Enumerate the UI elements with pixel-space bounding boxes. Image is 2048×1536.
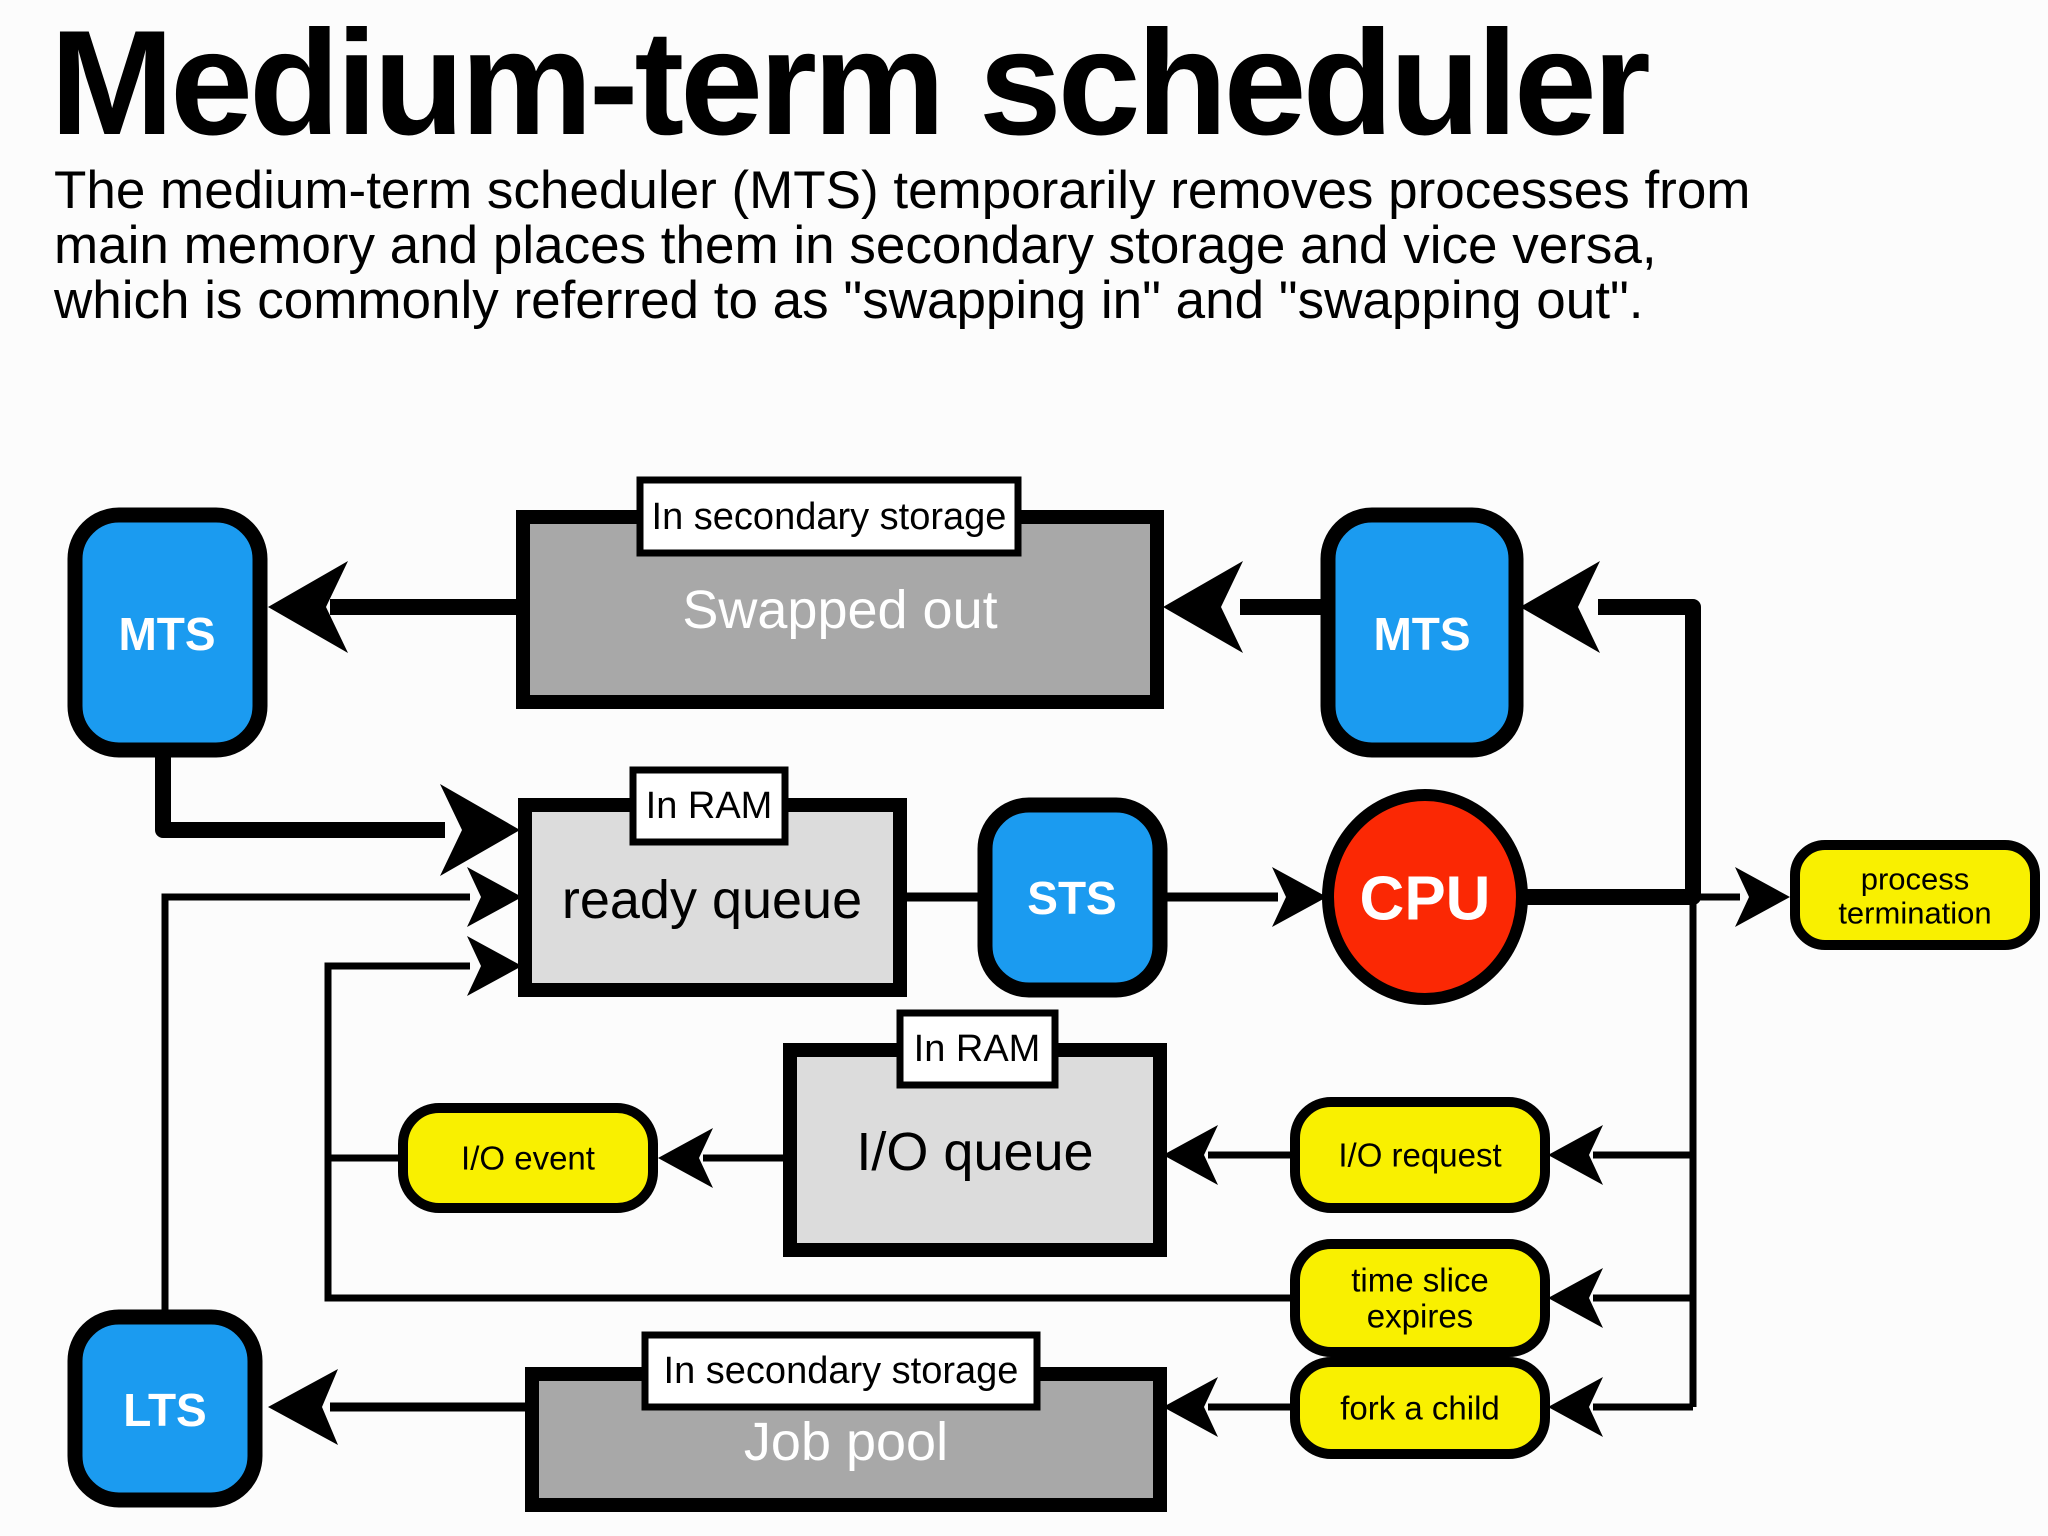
cpu-node: [1322, 789, 1528, 1005]
swapped-out-tag: In secondary storage: [652, 496, 1007, 538]
job-pool-tag-box: [641, 1331, 1041, 1411]
arrowhead-into-mtsright: [1520, 561, 1600, 653]
cpu-label: CPU: [1360, 865, 1491, 934]
arrowhead-into-lts: [268, 1369, 338, 1445]
intro-line-2: main memory and places them in secondary…: [54, 216, 1657, 275]
edge-mtsleft-to-readyqueue: [155, 748, 445, 838]
edge-lts-to-readyqueue: [161, 893, 470, 1317]
io-request-label: I/O request: [1338, 1137, 1501, 1174]
io-event-box: [398, 1103, 658, 1213]
arrowhead-into-ioevent: [658, 1128, 713, 1188]
arrowhead-into-ioqueue: [1163, 1125, 1218, 1185]
swapped-out-tag-box: [636, 476, 1022, 557]
process-termination-line2: termination: [1838, 896, 1991, 931]
sts-box: [977, 797, 1168, 998]
intro-paragraph: The medium-term scheduler (MTS) temporar…: [54, 163, 1750, 328]
page-title: Medium-term scheduler: [50, 0, 1651, 166]
lts-label: LTS: [123, 1384, 206, 1436]
io-request-box: [1290, 1097, 1550, 1213]
arrowhead-into-readyqueue-bottom: [467, 936, 522, 996]
time-slice-line1: time slice: [1351, 1262, 1489, 1299]
fork-child-label: fork a child: [1340, 1390, 1500, 1427]
mts-right-box: [1320, 507, 1524, 758]
edge-cpu-up-to-mtsright: [1512, 599, 1701, 905]
arrowhead-into-fork-child: [1548, 1377, 1603, 1437]
time-slice-box: [1290, 1239, 1550, 1357]
arrowhead-into-readyqueue-top: [440, 784, 520, 876]
io-queue-label: I/O queue: [856, 1122, 1093, 1182]
ready-queue-tag-box: [629, 766, 789, 846]
process-termination-line1: process: [1861, 862, 1970, 897]
sts-label: STS: [1027, 872, 1116, 924]
intro-line-1: The medium-term scheduler (MTS) temporar…: [54, 161, 1751, 220]
arrowhead-into-jobpool: [1163, 1377, 1218, 1437]
mts-left-box: [67, 507, 268, 758]
io-queue-tag: In RAM: [914, 1028, 1041, 1070]
swapped-out-label: Swapped out: [682, 580, 997, 640]
time-slice-line2: expires: [1367, 1298, 1473, 1335]
arrowhead-into-mtsleft: [268, 561, 348, 653]
ready-queue-label: ready queue: [562, 870, 862, 930]
lts-box: [67, 1309, 263, 1508]
arrowhead-into-readyqueue-middle: [467, 867, 522, 927]
job-pool-label: Job pool: [744, 1412, 948, 1472]
arrowhead-into-time-slice: [1548, 1268, 1603, 1328]
mts-right-label: MTS: [1373, 608, 1470, 660]
arrowhead-into-cpu: [1272, 867, 1327, 927]
ready-queue-tag: In RAM: [646, 785, 773, 827]
mts-left-label: MTS: [118, 608, 215, 660]
fork-child-box: [1290, 1357, 1550, 1459]
arrowhead-into-io-request: [1548, 1125, 1603, 1185]
io-event-label: I/O event: [461, 1140, 595, 1177]
io-queue-tag-box: [896, 1009, 1059, 1089]
arrowhead-into-process-termination: [1735, 867, 1790, 927]
process-termination-box: [1790, 840, 2040, 950]
job-pool-tag: In secondary storage: [664, 1350, 1019, 1392]
arrowhead-into-swappedout: [1163, 561, 1243, 653]
edge-timeslice-return-to-readyqueue: [324, 962, 1295, 1302]
intro-line-3: which is commonly referred to as "swappi…: [54, 271, 1644, 330]
